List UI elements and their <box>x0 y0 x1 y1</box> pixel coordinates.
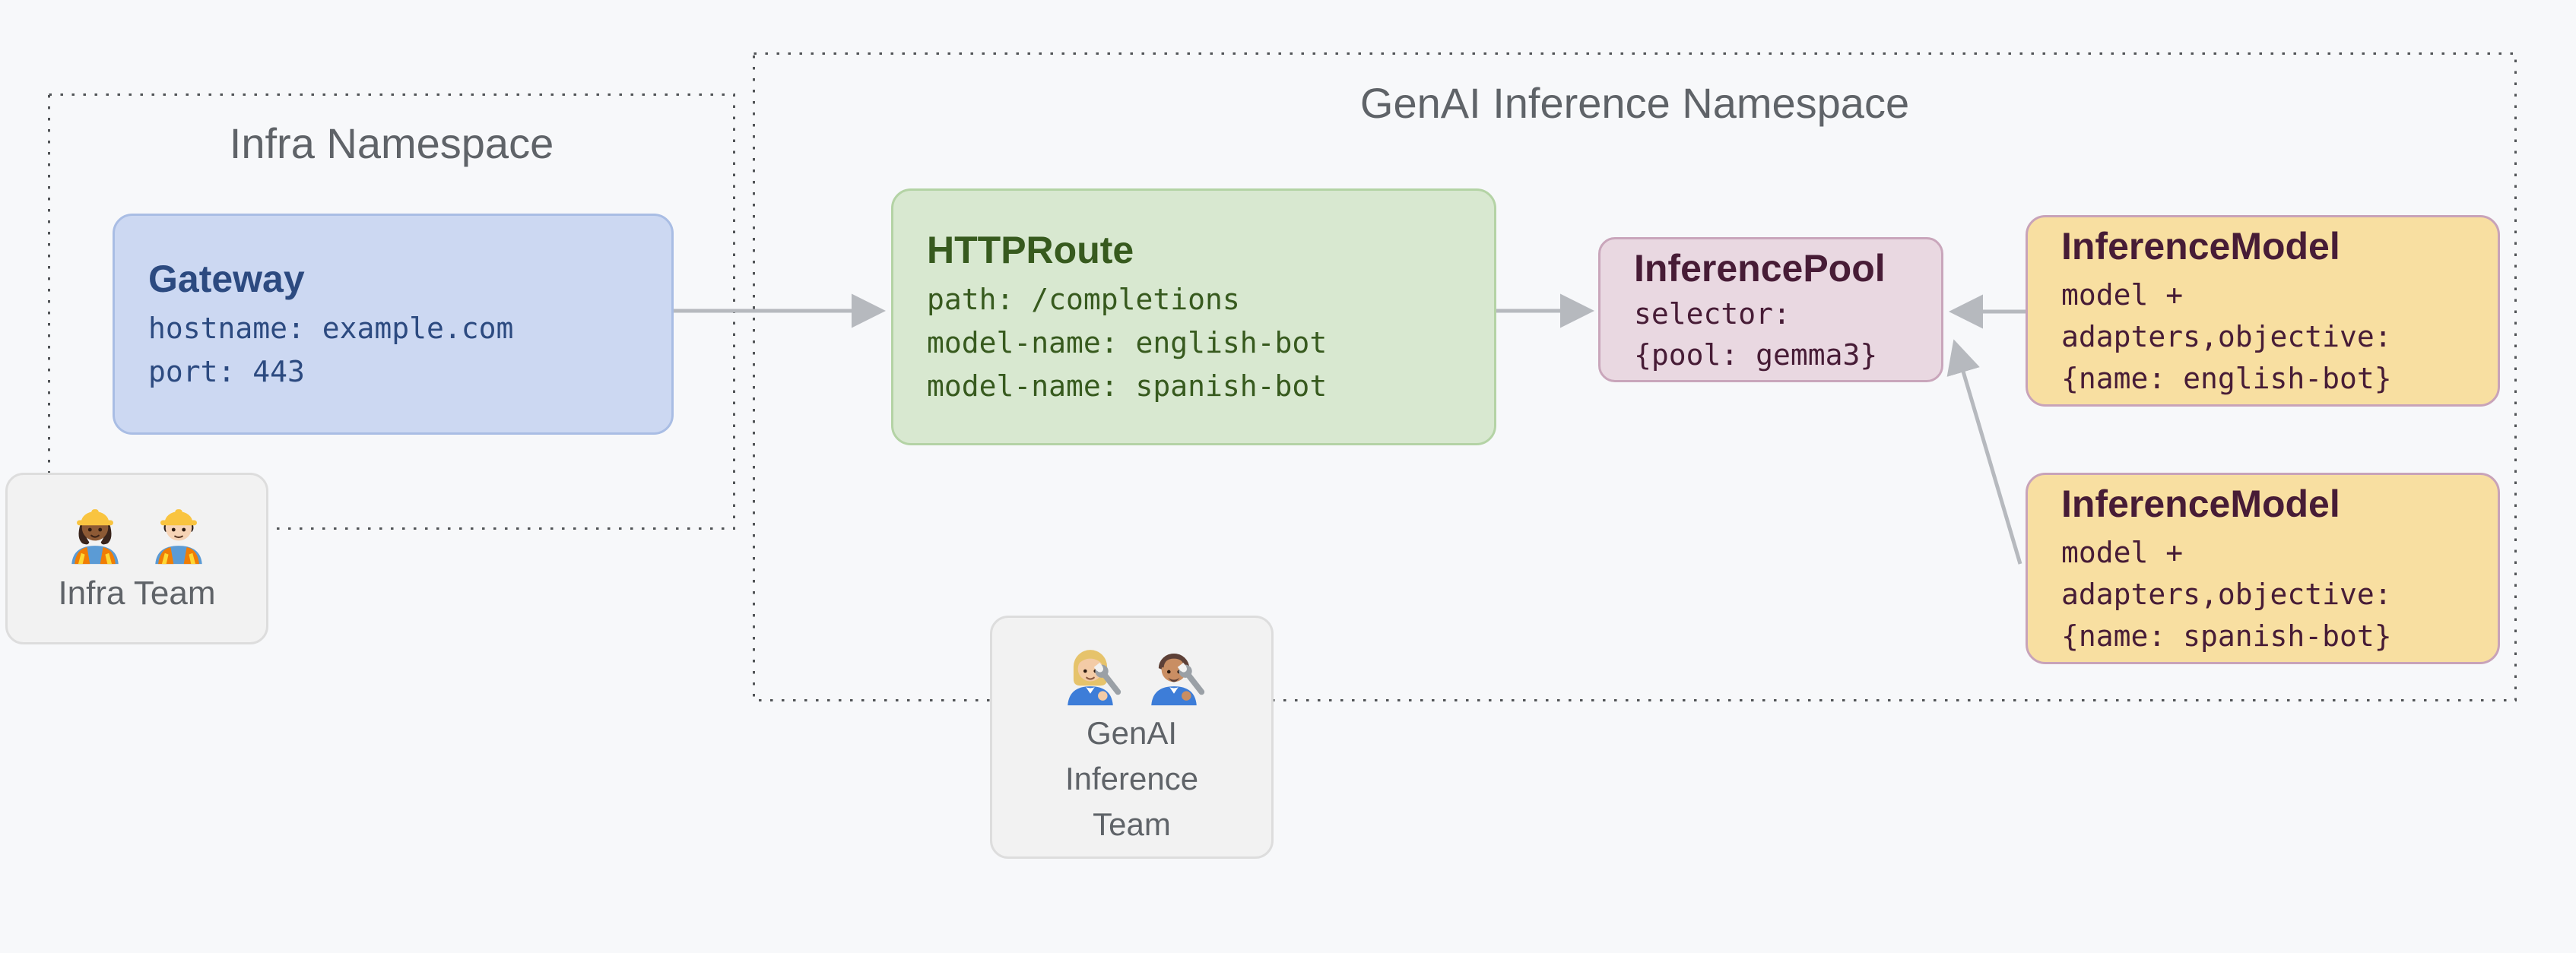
inferencemodel-spanish-name-line: {name: spanish-bot} <box>2061 619 2392 653</box>
httproute-model-english-line: model-name: english-bot <box>927 325 1328 359</box>
inferencemodel-spanish-adapters-line: adapters,objective: <box>2061 577 2392 611</box>
gateway-hostname-line: hostname: example.com <box>148 311 514 345</box>
woman-mechanic-icon <box>1067 650 1121 706</box>
inferencepool-node: InferencePool selector: {pool: gemma3} <box>1598 237 1943 382</box>
inferencemodel-spanish-title: InferenceModel <box>2061 482 2340 525</box>
genai-team-card: GenAI Inference Team <box>990 616 1274 859</box>
httproute-node: HTTPRoute path: /completions model-name:… <box>891 188 1496 445</box>
genai-team-label-line2: Inference <box>1064 761 1199 796</box>
inferencepool-selector-line: selector: <box>1634 296 1791 331</box>
infra-team-card: Infra Team <box>5 473 268 644</box>
inferencemodel-spanish-model-line: model + <box>2061 535 2184 569</box>
gateway-title: Gateway <box>148 257 305 300</box>
inferencemodel-english-title: InferenceModel <box>2061 224 2340 268</box>
httproute-title: HTTPRoute <box>927 228 1134 271</box>
inferencemodel-english-adapters-line: adapters,objective: <box>2061 319 2392 353</box>
genai-team-emoji-row <box>1054 635 1210 708</box>
genai-team-label-line3: Team <box>1093 806 1171 842</box>
woman-construction-worker-icon <box>71 509 119 565</box>
man-construction-worker-icon <box>155 509 202 565</box>
infra-team-label: Infra Team <box>58 575 216 612</box>
infra-team-emoji-row <box>59 493 215 566</box>
inferencemodel-english-model-line: model + <box>2061 277 2184 312</box>
inferencemodel-english-name-line: {name: english-bot} <box>2061 361 2392 395</box>
inferencepool-title: InferencePool <box>1634 246 1886 290</box>
gateway-port-line: port: 443 <box>148 354 305 388</box>
inferencemodel-spanish-node: InferenceModel model + adapters,objectiv… <box>2026 473 2500 664</box>
genai-namespace-title: GenAI Inference Namespace <box>1359 79 1910 127</box>
httproute-model-spanish-line: model-name: spanish-bot <box>927 369 1328 403</box>
arrow-inferencemodel-spanish-to-inferencepool <box>1946 339 2022 565</box>
inferencepool-pool-line: {pool: gemma3} <box>1634 337 1878 372</box>
gateway-node: Gateway hostname: example.com port: 443 <box>113 214 674 435</box>
genai-team-label-line1: GenAI <box>1086 715 1178 751</box>
genai-team-label: GenAI Inference Team <box>1065 711 1198 847</box>
httproute-path-line: path: /completions <box>927 282 1240 316</box>
inferencemodel-english-node: InferenceModel model + adapters,objectiv… <box>2026 215 2500 407</box>
man-mechanic-icon <box>1150 653 1204 706</box>
infra-namespace-title: Infra Namespace <box>229 119 554 167</box>
